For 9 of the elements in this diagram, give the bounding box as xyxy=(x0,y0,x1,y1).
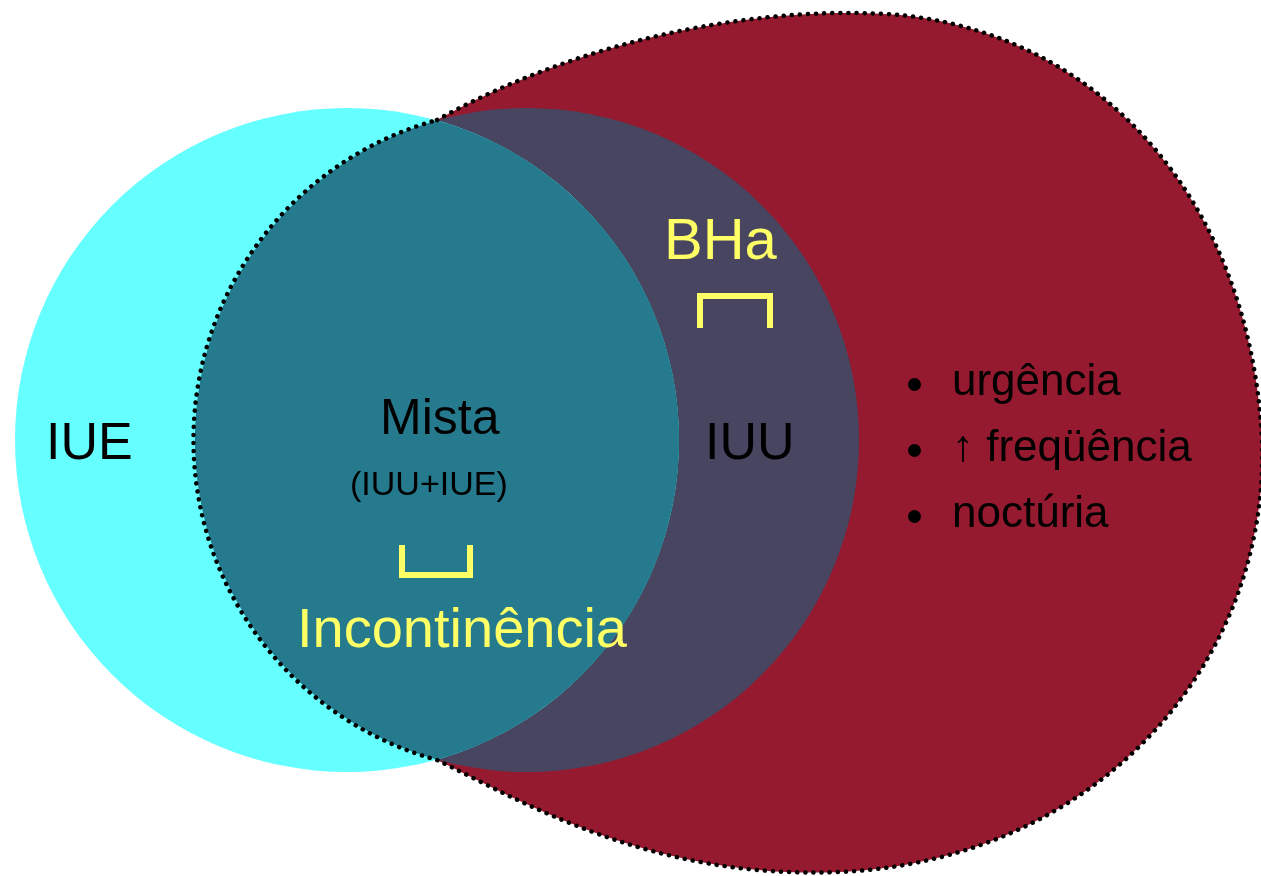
group-label: Incontinência xyxy=(297,600,627,656)
set-label: IUU xyxy=(705,415,795,467)
list-item: ↑ freqüência xyxy=(952,424,1192,468)
region-label: Mista xyxy=(380,392,500,442)
set-label: IUE xyxy=(46,415,133,467)
list-item: noctúria xyxy=(952,490,1109,534)
region-sublabel: (IUU+IUE) xyxy=(350,466,508,500)
list-item: urgência xyxy=(952,358,1121,402)
group-label: BHa xyxy=(664,210,777,268)
